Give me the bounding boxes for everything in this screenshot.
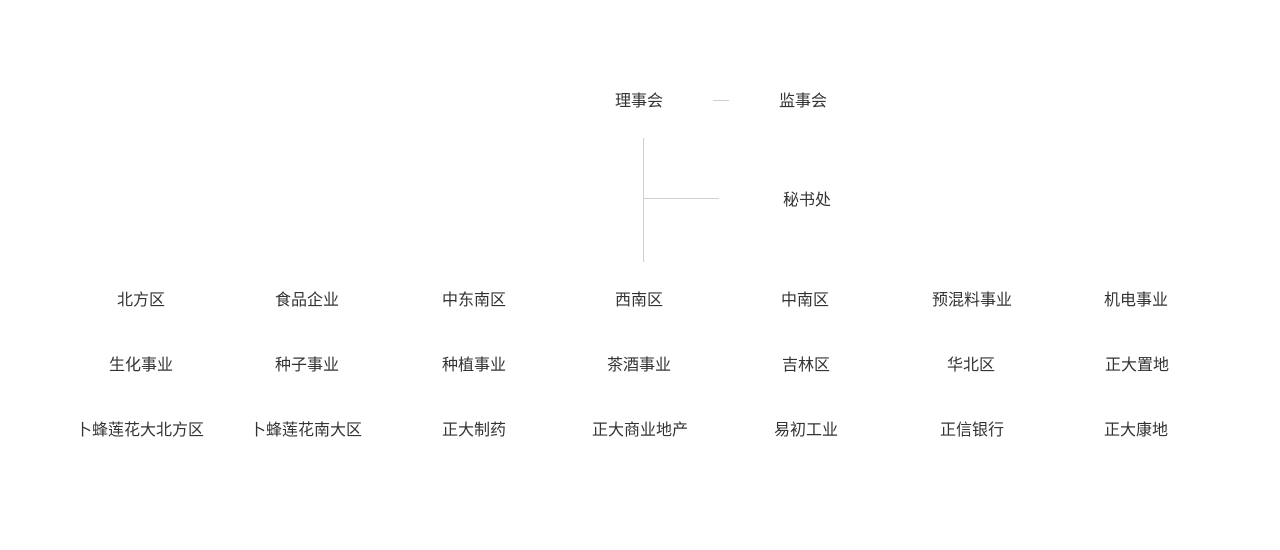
unit-node: 正大置地 — [1104, 355, 1170, 374]
unit-node: 北方区 — [116, 290, 166, 309]
unit-node: 预混料事业 — [931, 290, 1013, 309]
unit-node: 卜蜂莲花南大区 — [249, 420, 363, 439]
unit-node: 种植事业 — [441, 355, 507, 374]
unit-node: 正大制药 — [441, 420, 507, 439]
unit-node: 华北区 — [946, 355, 996, 374]
unit-node: 正大商业地产 — [591, 420, 689, 439]
unit-node: 生化事业 — [108, 355, 174, 374]
unit-node: 正大康地 — [1103, 420, 1169, 439]
secretariat-node: 秘书处 — [782, 190, 832, 209]
unit-node: 易初工业 — [773, 420, 839, 439]
unit-node: 正信银行 — [939, 420, 1005, 439]
unit-row: 生化事业 种子事业 种植事业 茶酒事业 吉林区 华北区 正大置地 — [0, 355, 1280, 375]
council-node: 理事会 — [614, 91, 664, 110]
unit-node: 中东南区 — [441, 290, 507, 309]
secretariat-connector — [644, 198, 719, 199]
unit-node: 卜蜂莲花大北方区 — [75, 420, 205, 439]
unit-node: 种子事业 — [274, 355, 340, 374]
unit-node: 茶酒事业 — [606, 355, 672, 374]
unit-node: 食品企业 — [274, 290, 340, 309]
unit-row: 北方区 食品企业 中东南区 西南区 中南区 预混料事业 机电事业 — [0, 290, 1280, 310]
council-supervisors-connector — [713, 100, 729, 101]
unit-node: 中南区 — [780, 290, 830, 309]
unit-node: 吉林区 — [781, 355, 831, 374]
supervisors-node: 监事会 — [778, 91, 828, 110]
trunk-line — [643, 138, 644, 262]
unit-row: 卜蜂莲花大北方区 卜蜂莲花南大区 正大制药 正大商业地产 易初工业 正信银行 正… — [0, 420, 1280, 440]
unit-node: 机电事业 — [1103, 290, 1169, 309]
unit-node: 西南区 — [614, 290, 664, 309]
